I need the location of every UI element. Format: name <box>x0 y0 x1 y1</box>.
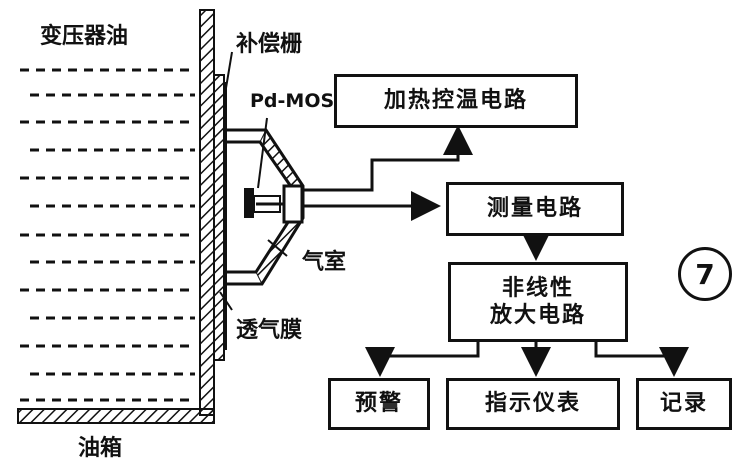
label-gas-chamber: 气室 <box>302 250 347 275</box>
box-nonlinear-amp: 非线性 放大电路 <box>448 262 628 342</box>
box-record-label: 记录 <box>659 391 708 417</box>
membrane-strip <box>213 74 227 361</box>
box-warning-label: 预警 <box>354 391 403 417</box>
oil-tank-wall <box>17 9 215 424</box>
label-membrane: 透气膜 <box>236 318 303 343</box>
box-nonlinear-line1: 非线性 <box>501 275 574 301</box>
box-record: 记录 <box>636 378 732 430</box>
box-heating-label: 加热控温电路 <box>383 88 528 114</box>
label-oil-tank: 油箱 <box>78 436 123 461</box>
box-measurement: 测量电路 <box>446 182 624 236</box>
label-leaders <box>219 51 288 311</box>
box-nonlinear-line2: 放大电路 <box>489 303 586 328</box>
box-measurement-label: 测量电路 <box>486 196 583 222</box>
box-heating-control: 加热控温电路 <box>334 74 578 128</box>
label-pd-mos: Pd-MOS <box>250 90 335 112</box>
label-compensation-grid: 补偿栅 <box>236 32 303 57</box>
box-warning: 预警 <box>328 378 430 430</box>
label-transformer-oil: 变压器油 <box>40 24 129 49</box>
figure-number: 7 <box>678 247 732 301</box>
box-indicator-label: 指示仪表 <box>484 391 581 417</box>
box-indicator: 指示仪表 <box>446 378 620 430</box>
oil-surface-lines <box>20 68 195 402</box>
pd-mos-sensor <box>244 117 304 224</box>
